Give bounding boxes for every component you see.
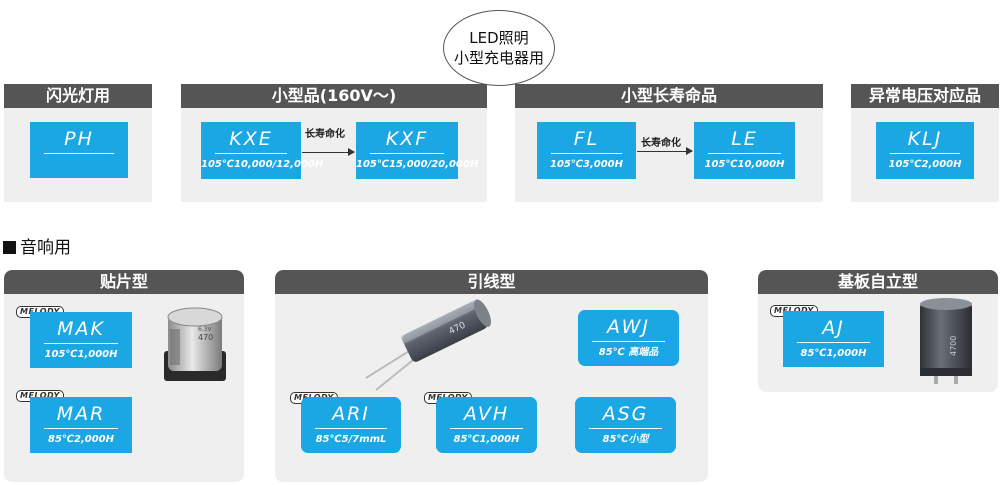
series-ph[interactable]: PH xyxy=(30,122,128,178)
series-klj[interactable]: KLJ 105℃2,000H xyxy=(876,122,974,179)
series-divider xyxy=(315,428,387,429)
series-ari[interactable]: ARI 85℃5/7mmL xyxy=(301,397,401,453)
panel-title: 基板自立型 xyxy=(758,270,998,294)
series-name: MAK xyxy=(57,318,105,340)
series-aj[interactable]: AJ 85℃1,000H xyxy=(783,311,884,367)
series-divider xyxy=(551,153,622,154)
series-spec: 85℃2,000H xyxy=(47,434,115,445)
series-spec: 105℃15,000/20,000H xyxy=(356,159,479,170)
series-divider xyxy=(450,428,523,429)
series-name: AVH xyxy=(463,403,510,425)
panel-title: 引线型 xyxy=(275,270,708,294)
series-kxe[interactable]: KXE 105℃10,000/12,000H xyxy=(201,122,324,179)
series-divider xyxy=(44,428,118,429)
series-name: FL xyxy=(573,128,600,150)
panel-title: 异常电压对应品 xyxy=(851,84,999,108)
series-name: AJ xyxy=(822,317,845,339)
oval-line-2: 小型充电器用 xyxy=(453,49,544,67)
series-divider xyxy=(589,428,662,429)
series-name: AWJ xyxy=(606,316,651,338)
series-spec: 85℃5/7mmL xyxy=(315,434,387,445)
series-spec: 105℃1,000H xyxy=(44,349,118,360)
section-square-icon xyxy=(3,241,16,254)
series-divider xyxy=(215,153,287,154)
oval-line-1: LED照明 xyxy=(469,29,529,47)
series-divider xyxy=(592,341,665,342)
series-name: KXE xyxy=(229,128,273,150)
series-divider xyxy=(708,153,781,154)
series-name: KLJ xyxy=(907,128,943,150)
series-name: KXF xyxy=(385,128,429,150)
series-mak[interactable]: MAK 105℃1,000H xyxy=(30,312,132,368)
series-spec: 85℃ 高端品 xyxy=(598,347,659,358)
series-divider xyxy=(44,343,118,344)
panel-title: 小型品(160V～) xyxy=(181,84,487,108)
smd-voltage-mark: 6.3V xyxy=(198,326,213,333)
series-le[interactable]: LE 105℃10,000H xyxy=(694,122,795,179)
panel-title: 小型长寿命品 xyxy=(515,84,823,108)
series-spec: 85℃1,000H xyxy=(800,348,867,359)
arrow-label-fl-le: 长寿命化 xyxy=(641,138,681,149)
series-spec: 85℃1,000H xyxy=(453,434,520,445)
series-name: MAR xyxy=(56,403,106,425)
panel-flash: 闪光灯用 PH xyxy=(4,84,152,202)
section-title-text: 音响用 xyxy=(20,238,71,258)
series-kxf[interactable]: KXF 105℃15,000/20,000H xyxy=(356,122,479,179)
section-title-audio: 音响用 xyxy=(3,233,71,258)
series-divider xyxy=(370,153,444,154)
series-awj[interactable]: AWJ 85℃ 高端品 xyxy=(578,310,679,366)
radial-capacitor-icon: 470 xyxy=(365,299,492,391)
arrow-label-kxe-kxf: 长寿命化 xyxy=(305,129,345,140)
series-name: ASG xyxy=(602,403,649,425)
series-asg[interactable]: ASG 85℃小型 xyxy=(575,397,676,453)
series-divider xyxy=(44,153,114,154)
series-name: LE xyxy=(731,128,758,150)
smd-capacitor-icon: 6.3V 470 xyxy=(164,307,226,381)
led-lighting-oval: LED照明 小型充电器用 xyxy=(443,10,555,86)
series-fl[interactable]: FL 105℃3,000H xyxy=(537,122,636,179)
series-mar[interactable]: MAR 85℃2,000H xyxy=(30,397,132,453)
series-avh[interactable]: AVH 85℃1,000H xyxy=(436,397,537,453)
panel-title: 贴片型 xyxy=(4,270,244,294)
series-spec: 105℃3,000H xyxy=(550,159,623,170)
series-spec: 105℃10,000/12,000H xyxy=(201,159,324,170)
arrow-kxe-to-kxf xyxy=(302,148,355,156)
smd-value-mark: 470 xyxy=(198,333,213,342)
series-divider xyxy=(890,153,960,154)
series-name: ARI xyxy=(332,403,370,425)
arrow-fl-to-le xyxy=(637,147,693,155)
panel-abnormal-voltage: 异常电压对应品 KLJ 105℃2,000H xyxy=(851,84,999,202)
series-name: PH xyxy=(64,128,94,150)
panel-title: 闪光灯用 xyxy=(4,84,152,108)
snap-in-capacitor-icon: 4700 xyxy=(920,298,972,384)
series-spec: 105℃10,000H xyxy=(704,159,785,170)
series-spec: 85℃小型 xyxy=(602,434,649,445)
series-spec: 105℃2,000H xyxy=(888,159,962,170)
series-divider xyxy=(797,342,870,343)
snapin-value-mark: 4700 xyxy=(949,336,958,356)
